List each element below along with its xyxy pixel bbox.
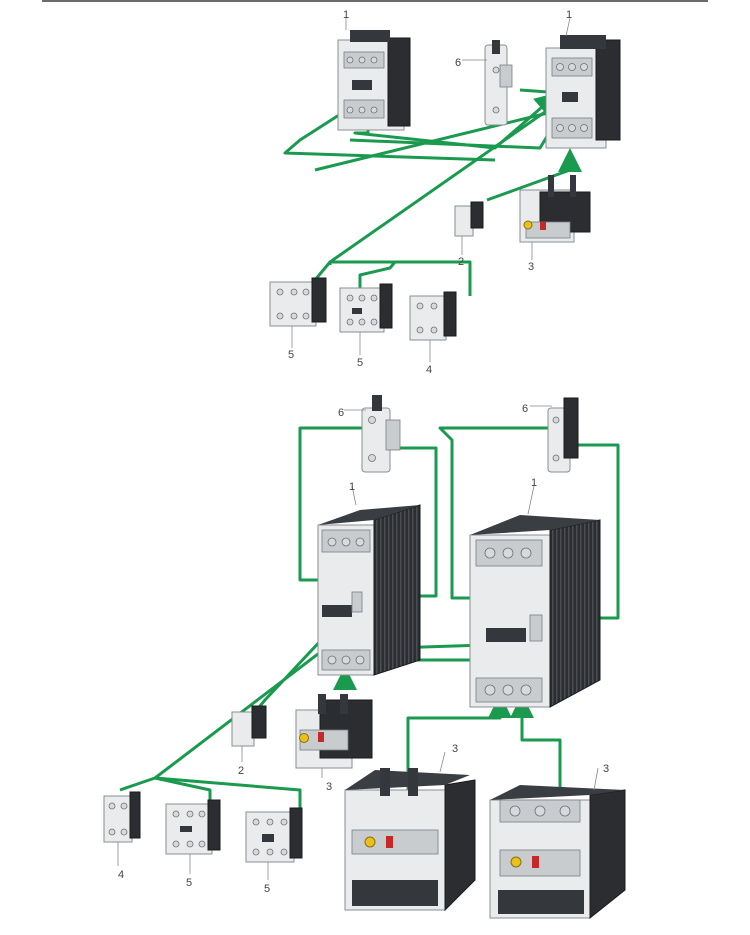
bot-overload-mid: [344, 768, 476, 912]
label-bot-suppressor: 2: [238, 765, 244, 777]
label-top-contactor-large: 1: [566, 9, 572, 21]
top-aux-c: [409, 291, 457, 341]
top-aux-a: [269, 277, 327, 327]
bot-aux-c: [245, 807, 303, 863]
label-bot-aux-side-right: 6: [522, 403, 528, 415]
top-overload: [519, 175, 591, 243]
label-top-suppressor: 2: [458, 256, 464, 268]
bot-overload-large: [489, 785, 626, 920]
label-bot-overload-mid: 3: [452, 743, 458, 755]
label-bot-aux-side-left: 6: [338, 407, 344, 419]
bot-contactor-large: [469, 515, 601, 708]
bot-aux-b: [165, 799, 221, 855]
label-bot-overload-large: 3: [603, 763, 609, 775]
label-bot-contactor-mid: 1: [349, 481, 355, 493]
bot-contactor-mid: [317, 504, 421, 676]
label-top-overload: 3: [528, 261, 534, 273]
top-aux-side: [484, 40, 513, 126]
bot-aux-a: [103, 791, 141, 843]
label-top-aux-b: 5: [357, 357, 363, 369]
label-top-aux-c: 4: [426, 364, 432, 376]
top-aux-b: [339, 283, 393, 333]
label-top-aux-side: 6: [455, 57, 461, 69]
label-top-aux-a: 5: [288, 349, 294, 361]
label-bot-overload-small: 3: [326, 781, 332, 793]
top-contactor-small: [337, 30, 411, 131]
label-bot-aux-a: 4: [118, 869, 124, 881]
top-rule: [42, 0, 708, 2]
bot-aux-side-right: [547, 397, 579, 473]
label-top-contactor-small: 1: [343, 9, 349, 21]
label-bot-aux-b: 5: [186, 877, 192, 889]
bot-suppressor: [231, 705, 267, 747]
bot-overload-small: [295, 694, 373, 769]
top-contactor-large: [545, 35, 621, 149]
bot-aux-side-left: [361, 395, 401, 473]
label-bot-aux-c: 5: [264, 883, 270, 895]
top-suppressor: [454, 201, 484, 237]
label-bot-contactor-large: 1: [531, 477, 537, 489]
